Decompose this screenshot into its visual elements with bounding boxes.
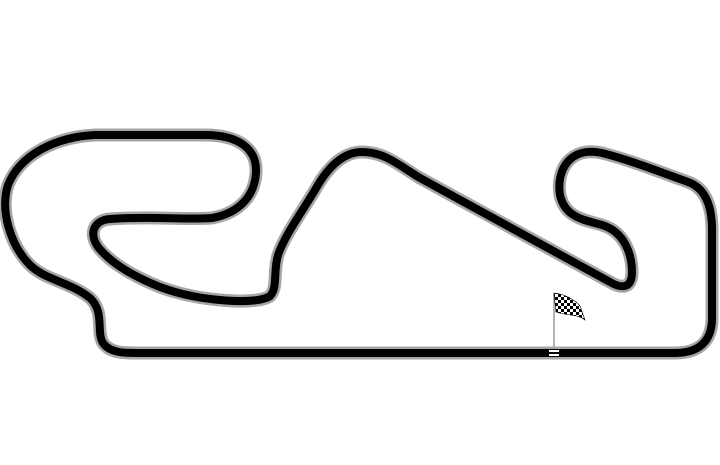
flag-cloth (553, 292, 586, 321)
track-group (0, 128, 719, 360)
start-finish-stripe-top (549, 350, 559, 352)
start-finish-stripe-bottom (549, 354, 559, 356)
start-finish-line (549, 350, 559, 356)
track-surface (1, 131, 716, 357)
checkered-flag-icon (553, 292, 586, 347)
track-outline (0, 128, 719, 360)
